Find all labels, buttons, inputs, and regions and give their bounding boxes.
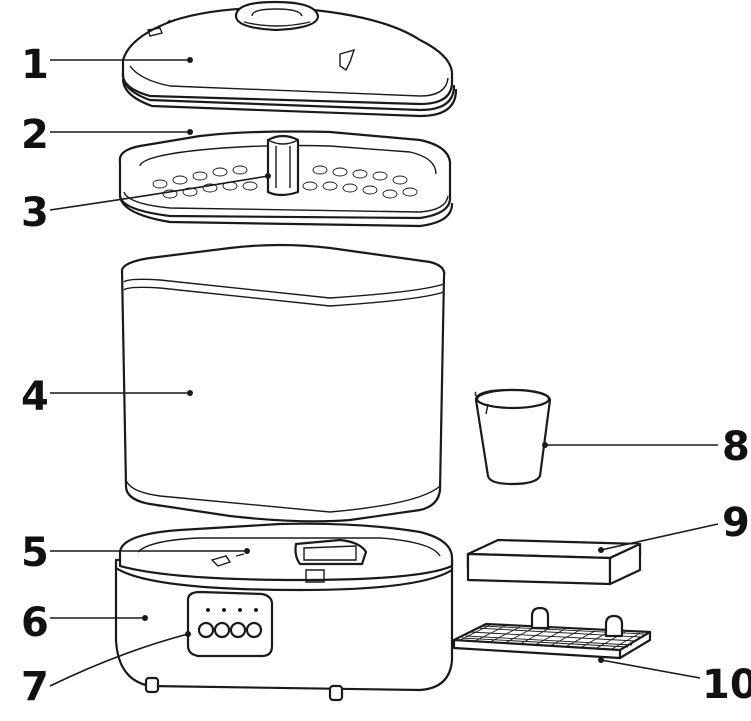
filter-rack-icon [452,606,652,660]
measuring-cup-icon [474,388,552,486]
filter-pad-icon [466,538,642,586]
callout-1: 1 [21,42,49,88]
callout-2: 2 [21,112,49,158]
container-icon [120,243,446,523]
callout-5: 5 [21,530,49,576]
top-basket-icon [118,130,454,228]
callout-7: 7 [21,664,49,710]
callout-10: 10 [702,662,751,708]
callout-4: 4 [21,374,49,420]
callout-3: 3 [21,190,49,236]
base-unit-icon [114,522,454,702]
leader-lines [49,57,719,687]
callout-6: 6 [21,600,49,646]
callout-labels: 1 2 3 4 5 6 7 8 9 10 [21,42,751,710]
callout-9: 9 [722,500,750,546]
callout-8: 8 [722,424,750,470]
lid-icon [121,0,458,118]
basket-holes [152,165,418,199]
